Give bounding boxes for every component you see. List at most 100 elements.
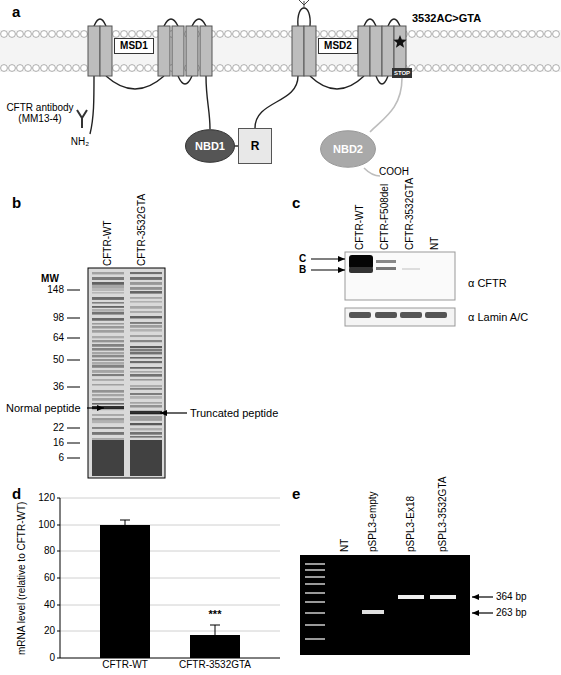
figure-path <box>376 76 388 84</box>
figure-label: 148 <box>47 284 64 296</box>
figure-circle <box>257 31 264 38</box>
figure-circle <box>113 65 120 72</box>
figure-circle <box>553 31 560 38</box>
figure-rect <box>130 346 162 348</box>
figure-circle <box>145 65 152 72</box>
blot-band <box>349 255 373 269</box>
node-text: NBD1 <box>195 141 225 152</box>
figure-rect <box>358 26 370 76</box>
figure-circle <box>537 31 544 38</box>
figure-rect <box>130 405 162 408</box>
figure-circle <box>465 65 472 72</box>
figure-rect <box>92 398 124 401</box>
figure-rect <box>92 362 124 365</box>
figure-circle <box>449 65 456 72</box>
figure-rect <box>92 282 124 285</box>
panel-letter: e <box>292 485 300 502</box>
figure-rect <box>92 318 124 321</box>
figure-rect <box>92 306 124 308</box>
figure-label: NH₂ <box>71 136 89 148</box>
figure-circle <box>417 31 424 38</box>
figure-label: pSPL3-3532GTA <box>437 477 449 552</box>
figure-path <box>299 0 309 8</box>
blot-band <box>402 268 420 270</box>
figure-rect <box>130 297 162 299</box>
figure-rect <box>92 288 124 291</box>
figure-rect <box>130 357 162 359</box>
figure-rect <box>92 403 124 405</box>
figure-label: 22 <box>53 422 64 434</box>
figure-label: 263 bp <box>496 607 527 619</box>
figure-rect <box>370 26 382 76</box>
figure-rect <box>130 277 162 280</box>
figure-rect <box>130 316 162 318</box>
figure-path <box>388 19 400 26</box>
figure-rect <box>305 563 325 565</box>
figure-circle <box>41 65 48 72</box>
western-blot <box>345 252 455 300</box>
figure-circle <box>497 31 504 38</box>
axis-ticks <box>57 498 60 658</box>
band-arrow <box>311 258 345 259</box>
figure-rect <box>92 312 124 315</box>
panel-letter: a <box>12 3 20 20</box>
figure-circle <box>137 31 144 38</box>
figure-label: pSPL3-empty <box>367 491 379 552</box>
figure-rect <box>92 440 124 476</box>
figure-line <box>60 605 280 606</box>
figure-circle <box>441 65 448 72</box>
figure-circle <box>521 65 528 72</box>
figure-circle <box>457 65 464 72</box>
figure-line <box>60 551 280 552</box>
figure-circle <box>481 65 488 72</box>
node-text: NBD2 <box>333 144 363 155</box>
figure-circle <box>489 65 496 72</box>
figure-rect <box>130 367 162 369</box>
figure-circle <box>249 65 256 72</box>
figure-rect <box>92 330 124 333</box>
figure-rect <box>92 384 124 386</box>
figure-label: pSPL3-Ex18 <box>405 496 417 552</box>
blot-band <box>400 312 422 318</box>
figure-label: Truncated peptide <box>190 407 278 420</box>
figure-rect <box>100 26 112 76</box>
figure-rect <box>130 287 162 290</box>
gridlines <box>60 498 280 631</box>
figure-label: 80 <box>44 545 55 557</box>
figure-circle <box>345 65 352 72</box>
figure-rect <box>130 329 162 332</box>
figure-circle <box>441 31 448 38</box>
panel-letter: d <box>12 485 21 502</box>
figure-circle <box>65 65 72 72</box>
figure-path <box>370 78 402 132</box>
figure-circle <box>137 65 144 72</box>
figure-rect <box>92 421 124 423</box>
figure-rect <box>130 396 162 399</box>
figure-label: C <box>299 253 306 265</box>
figure-rect <box>92 344 124 347</box>
dna-gel <box>300 555 470 655</box>
figure-rect <box>92 418 124 421</box>
blot-band <box>349 267 373 273</box>
figure-label: α Lamin A/C <box>468 311 528 324</box>
figure-circle <box>329 65 336 72</box>
figure-path <box>206 76 210 129</box>
figure-circle <box>65 31 72 38</box>
nbd-ellipse: NBD2 <box>320 130 376 168</box>
figure-label: α CFTR <box>468 277 507 290</box>
figure-rect <box>130 436 162 438</box>
figure-rect <box>92 302 124 304</box>
figure-path <box>164 19 178 26</box>
figure-circle <box>217 65 224 72</box>
figure-line <box>57 498 60 499</box>
figure-rect <box>186 26 198 76</box>
bar <box>100 525 150 658</box>
figure-rect <box>92 272 124 274</box>
dna-band <box>430 595 456 599</box>
figure-label: 100 <box>38 519 55 531</box>
figure-circle <box>513 65 520 72</box>
figure-rect <box>130 411 162 414</box>
figure-line <box>67 387 80 388</box>
figure-rect <box>292 26 304 76</box>
figure-circle <box>273 65 280 72</box>
